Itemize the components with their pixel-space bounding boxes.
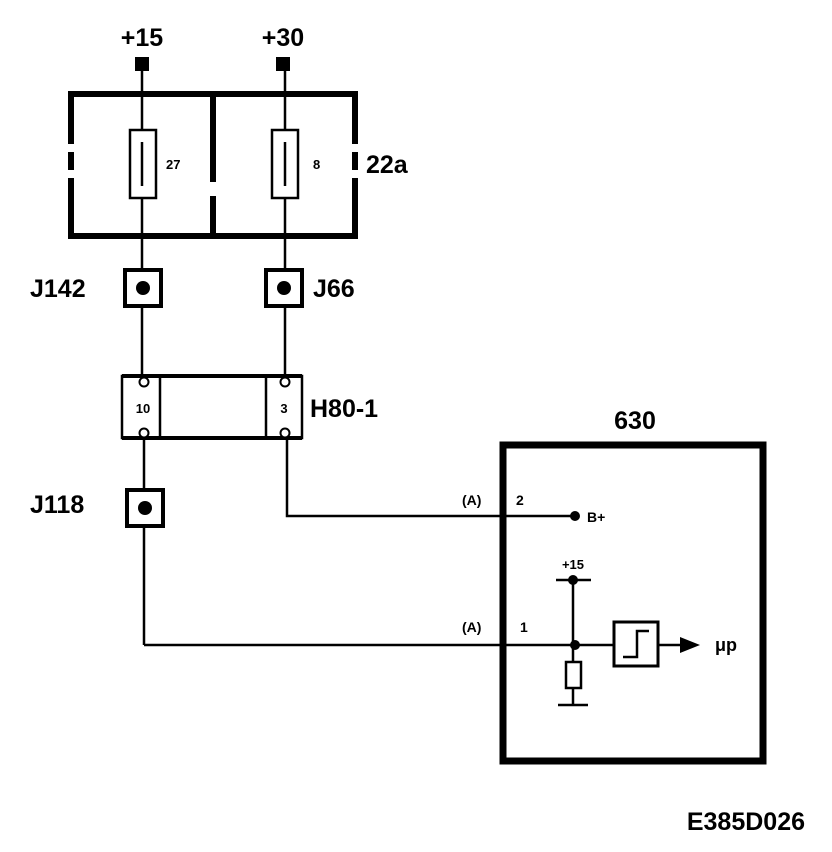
- module-pin-1-number: 1: [520, 619, 528, 635]
- module-pin-2-number: 2: [516, 492, 524, 508]
- connector-label: H80-1: [310, 395, 378, 423]
- fuse-label-8: 8: [313, 157, 320, 172]
- module-output-label: μp: [715, 635, 737, 655]
- wire-to-module-pin-2: [285, 438, 575, 518]
- connector-pin-10: 10: [136, 401, 150, 416]
- supply-terminal-right: [276, 57, 290, 71]
- junction-j118: [125, 488, 165, 528]
- pulldown-resistor: [564, 660, 583, 690]
- module-pin-1-tag: (A): [462, 619, 481, 635]
- fuse-27: [128, 128, 158, 200]
- fuse-box-frame: [68, 91, 358, 239]
- supply-label-plus15: +15: [121, 24, 164, 52]
- drawing-id: E385D026: [687, 808, 805, 836]
- module-pin-2-signal: B+: [587, 509, 605, 525]
- junction-label-j118: J118: [30, 491, 84, 519]
- junction-label-j66: J66: [313, 275, 355, 303]
- internal-supply-label: +15: [562, 557, 584, 572]
- junction-j66: [264, 268, 304, 308]
- junction-label-j142: J142: [30, 275, 86, 303]
- supply-label-plus30: +30: [262, 24, 304, 52]
- fuse-box-label: 22a: [366, 151, 409, 179]
- schmitt-trigger-icon: [623, 629, 649, 659]
- supply-terminal-left: [135, 57, 149, 71]
- junction-j142: [123, 268, 163, 308]
- connector-pin-3: 3: [280, 401, 287, 416]
- module-630-frame: [499, 441, 767, 765]
- fuse-label-27: 27: [166, 157, 180, 172]
- pin-2-node: [570, 511, 580, 521]
- output-arrow-icon: [680, 637, 700, 653]
- module-label: 630: [614, 407, 656, 435]
- connector-h80-1: [120, 374, 304, 440]
- module-pin-2-tag: (A): [462, 492, 481, 508]
- fuse-8: [270, 128, 300, 200]
